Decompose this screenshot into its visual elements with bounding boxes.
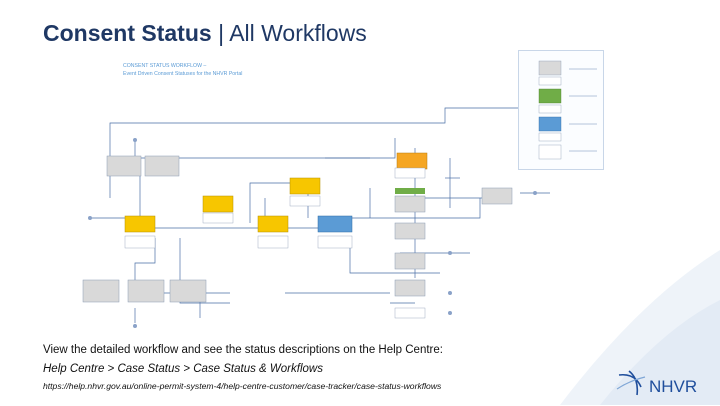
legend-svg [538, 60, 597, 160]
page-title: Consent Status | All Workflows [43, 20, 367, 47]
workflow-legend [518, 50, 604, 170]
workflow-diagram: CONSENT STATUS WORKFLOW – Event Driven C… [50, 48, 550, 333]
logo-text: NHVR [649, 377, 697, 396]
nhvr-logo-svg: NHVR [616, 370, 697, 396]
title-rest: All Workflows [229, 20, 367, 46]
diagram-heading-2: Event Driven Consent Statuses for the NH… [123, 71, 242, 77]
caption-line1: View the detailed workflow and see the s… [43, 344, 443, 356]
workflow-diagram-svg: CONSENT STATUS WORKFLOW – Event Driven C… [82, 63, 550, 328]
caption-url-link[interactable]: https://help.nhvr.gov.au/online-permit-s… [43, 381, 442, 391]
title-separator: | [218, 20, 225, 46]
caption-help-path: Help Centre > Case Status > Case Status … [43, 363, 323, 375]
status-nodes [82, 152, 513, 319]
title-bold: Consent Status [43, 20, 212, 46]
nhvr-logo: NHVR [615, 365, 715, 401]
diagram-heading-1: CONSENT STATUS WORKFLOW – [123, 63, 206, 69]
